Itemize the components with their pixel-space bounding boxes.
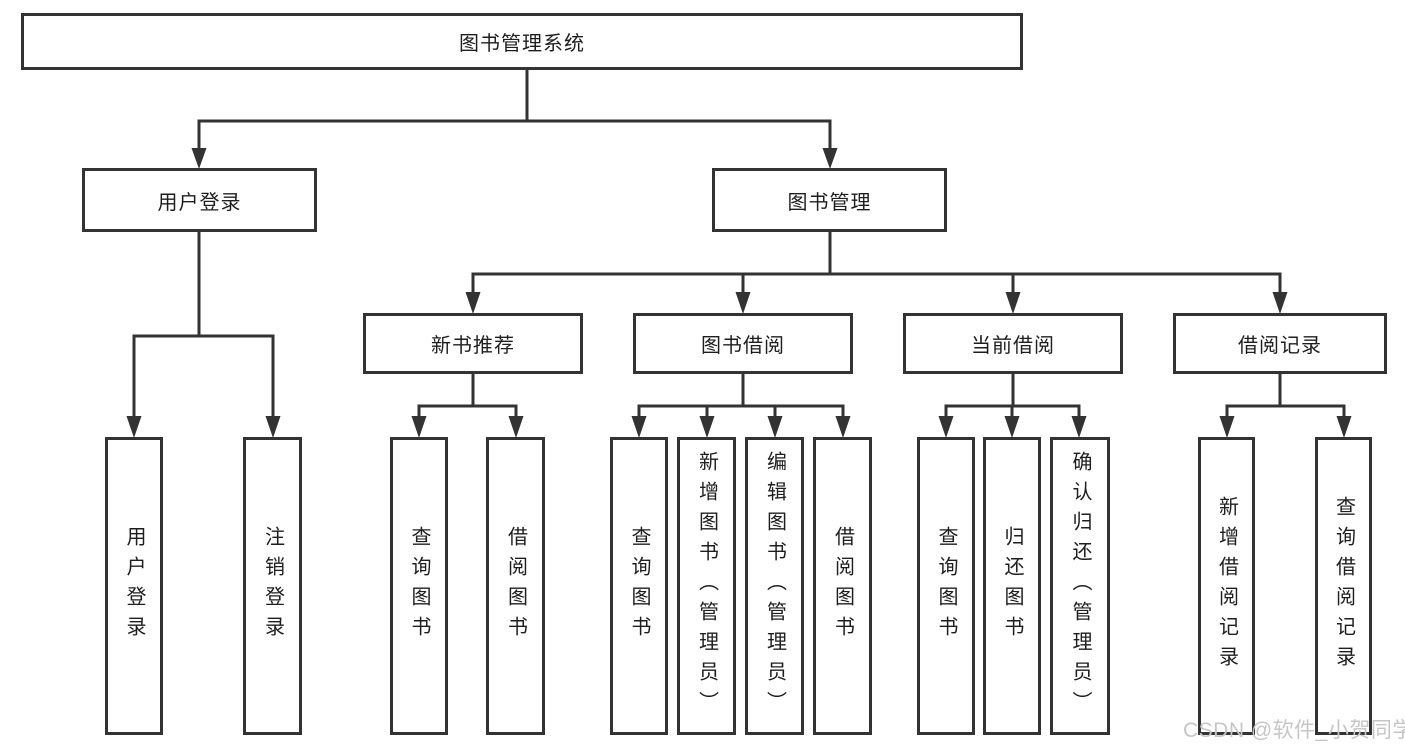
node-label: 图书管理 [787,191,872,214]
connector-book-borrow-children [631,372,851,438]
leaf-label: 查询图书 [408,526,430,646]
leaf-query-books-borrow: 查询图书 [610,437,668,735]
leaf-query-borrow-record: 查询借阅记录 [1315,437,1372,735]
leaf-confirm-return-admin: 确认归还（管理员） [1050,437,1110,735]
connector-root-to-level2 [191,69,838,169]
leaf-query-books-current: 查询图书 [917,437,975,735]
node-new-book-recommend: 新书推荐 [363,313,583,374]
leaf-label: 新增图书（管理员） [695,451,718,721]
node-book-borrow: 图书借阅 [633,313,853,374]
node-book-management: 图书管理 [712,168,947,232]
node-user-login: 用户登录 [82,168,317,232]
leaf-add-borrow-record: 新增借阅记录 [1198,437,1255,735]
leaf-label: 借阅图书 [504,526,527,646]
connector-borrow-records-children [1219,372,1352,438]
leaf-borrow-books-recommend: 借阅图书 [486,437,545,735]
node-borrow-records: 借阅记录 [1173,313,1387,374]
leaf-label: 查询图书 [935,526,957,646]
connector-current-borrow-children [938,372,1087,438]
node-label: 图书借阅 [701,335,785,357]
leaf-label: 借阅图书 [831,526,854,646]
leaf-label: 确认归还（管理员） [1069,451,1091,721]
connector-user-login-children [126,230,281,438]
node-current-borrow: 当前借阅 [903,313,1123,374]
leaf-label: 查询借阅记录 [1332,496,1355,676]
leaf-label: 注销登录 [261,526,284,646]
leaf-label: 归还图书 [1001,526,1023,646]
csdn-watermark: CSDN @软件_小贺同学 [1183,719,1405,742]
leaf-user-login: 用户登录 [105,437,163,735]
leaf-label: 查询图书 [628,526,650,646]
leaf-label: 用户登录 [123,526,145,646]
connector-new-book-children [411,372,524,438]
node-label: 借阅记录 [1238,335,1322,357]
leaf-borrow-books: 借阅图书 [813,437,872,735]
leaf-return-books: 归还图书 [983,437,1041,735]
leaf-edit-books-admin: 编辑图书（管理员） [745,437,804,735]
leaf-logout: 注销登录 [243,437,302,735]
leaf-label: 新增借阅记录 [1215,496,1238,676]
node-label: 新书推荐 [431,335,515,357]
leaf-label: 编辑图书（管理员） [763,451,786,721]
leaf-add-books-admin: 新增图书（管理员） [677,437,736,735]
leaf-query-books-recommend: 查询图书 [390,437,448,735]
connector-book-management-children [465,230,1288,314]
node-label: 图书管理系统 [459,33,585,55]
node-label: 用户登录 [157,191,242,214]
node-label: 当前借阅 [971,335,1055,357]
node-library-management-system: 图书管理系统 [21,13,1023,70]
